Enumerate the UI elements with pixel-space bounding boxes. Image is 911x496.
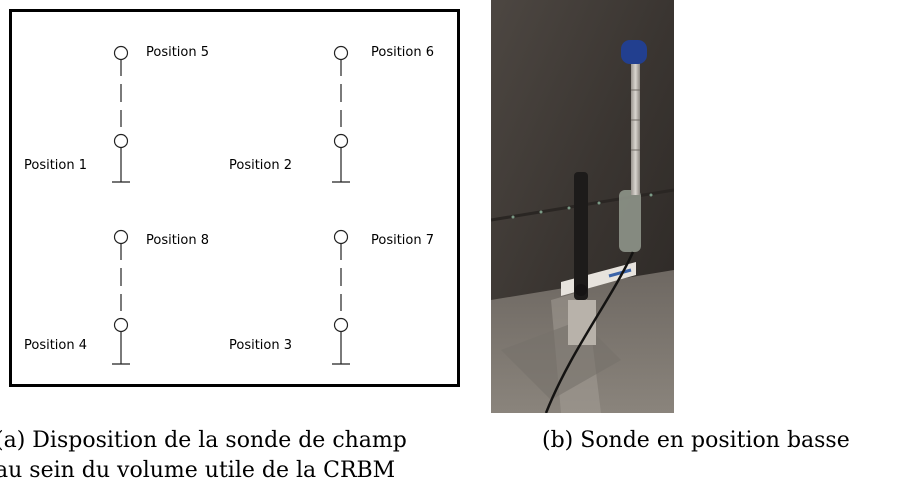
position-1-marker xyxy=(113,133,129,149)
probe-photo-graphic xyxy=(491,0,674,413)
position-1-label: Position 1 xyxy=(24,158,88,173)
caption-a-line-2: au sein du volume utile de la CRBM xyxy=(0,458,396,483)
position-2-marker xyxy=(333,133,349,149)
position-4-marker xyxy=(113,317,129,333)
position-3-marker xyxy=(333,317,349,333)
position-7-label: Position 7 xyxy=(371,233,435,248)
probe-stack-left-upper xyxy=(112,45,130,183)
position-5-label: Position 5 xyxy=(146,45,210,60)
probe-stack-left-lower xyxy=(112,229,130,365)
position-6-marker xyxy=(333,45,349,61)
caption-a-line-1: (a) Disposition de la sonde de champ xyxy=(0,428,407,453)
position-8-marker xyxy=(113,229,129,245)
position-4-label: Position 4 xyxy=(24,338,88,353)
position-8-label: Position 8 xyxy=(146,233,210,248)
caption-b: (b) Sonde en position basse xyxy=(542,428,850,453)
positions-diagram-graphic xyxy=(112,45,350,365)
probe-positions-diagram: Position 5 Position 6 Position 1 Positio… xyxy=(9,9,460,387)
position-7-marker xyxy=(333,229,349,245)
probe-stack-right-upper xyxy=(332,45,350,183)
probe-photo xyxy=(491,0,674,413)
position-3-label: Position 3 xyxy=(229,338,293,353)
probe-stack-right-lower xyxy=(332,229,350,365)
position-2-label: Position 2 xyxy=(229,158,293,173)
position-5-marker xyxy=(113,45,129,61)
position-6-label: Position 6 xyxy=(371,45,435,60)
